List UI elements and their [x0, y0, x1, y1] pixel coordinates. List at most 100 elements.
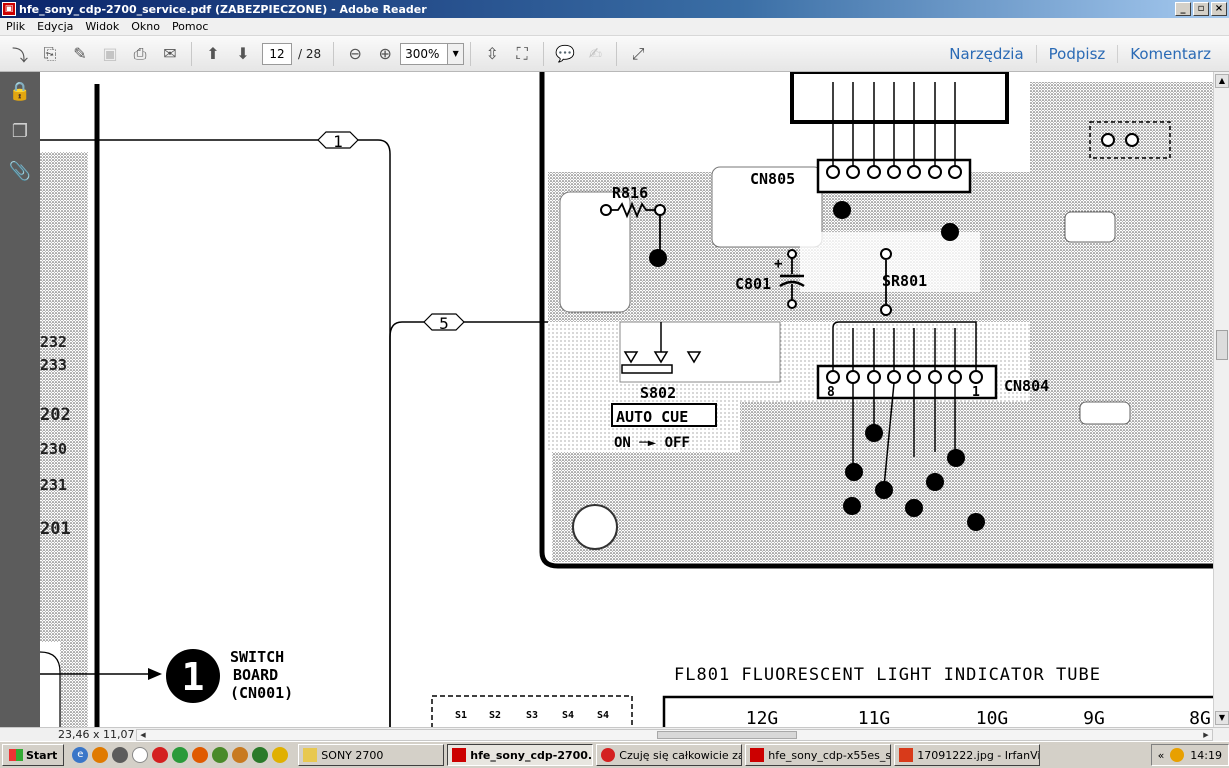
svg-text:230: 230 — [40, 440, 67, 458]
chrome-icon[interactable] — [172, 747, 189, 763]
svg-text:9G: 9G — [1083, 708, 1105, 727]
app-icon[interactable] — [232, 747, 249, 763]
comment-icon[interactable]: 💬 — [555, 44, 576, 63]
schematic-page: 1 5 232 233 202 230 231 201 — [40, 72, 1213, 727]
window-title: hfe_sony_cdp-2700_service.pdf (ZABEZPIEC… — [19, 2, 427, 16]
tray-app-icon[interactable] — [1170, 748, 1185, 762]
horizontal-scroll-thumb[interactable] — [657, 730, 797, 739]
comment-link[interactable]: Komentarz — [1117, 45, 1223, 63]
scroll-left-icon[interactable]: ◀ — [140, 730, 146, 739]
sr801-label: SR801 — [882, 272, 927, 290]
fit-width-icon[interactable]: ⇳ — [485, 44, 499, 63]
taskbar-item[interactable]: Czuję się całkowicie za... — [596, 744, 743, 766]
adobe-reader-icon: ▣ — [2, 2, 16, 16]
taskbar: Start e SONY 2700 hfe_sony_cdp-2700... C… — [0, 741, 1229, 768]
svg-text:1: 1 — [972, 385, 980, 400]
top-component-outline — [790, 72, 1009, 124]
scroll-up-icon[interactable]: ▲ — [1215, 74, 1229, 88]
svg-text:BOARD: BOARD — [233, 666, 278, 684]
vertical-scroll-thumb[interactable] — [1216, 330, 1228, 360]
vertical-scrollbar[interactable]: ▲ ▼ — [1213, 72, 1229, 727]
app-icon[interactable] — [112, 747, 129, 763]
top-right-component — [1089, 121, 1171, 159]
cn804-label: CN804 — [1004, 377, 1049, 395]
zoom-out-icon[interactable]: ⊖ — [348, 44, 362, 63]
s802-label: S802 — [640, 384, 676, 402]
svg-text:232: 232 — [40, 333, 67, 351]
zoom-in-icon[interactable]: ⊕ — [378, 44, 392, 63]
taskbar-item[interactable]: hfe_sony_cdp-x55es_s... — [745, 744, 892, 766]
connector-5-label: 5 — [439, 314, 449, 333]
firefox-icon[interactable] — [92, 747, 109, 763]
scroll-right-icon[interactable]: ▶ — [1203, 730, 1209, 739]
svg-text:S4: S4 — [562, 710, 574, 721]
zoom-input[interactable]: 300% — [400, 42, 449, 65]
app-icon[interactable] — [272, 747, 289, 763]
fl801-title: FL801 FLUORESCENT LIGHT INDICATOR TUBE — [674, 665, 1101, 685]
tray-expand-icon[interactable]: « — [1157, 748, 1165, 762]
start-button[interactable]: Start — [2, 744, 65, 766]
close-button[interactable]: × — [1211, 2, 1227, 16]
windows-logo-icon — [9, 749, 23, 761]
svg-text:12G: 12G — [746, 708, 779, 727]
print-icon[interactable]: ⎙ — [133, 43, 147, 63]
svg-text:S2: S2 — [489, 710, 501, 721]
pages-icon[interactable]: ❐ — [11, 121, 29, 142]
fullscreen-icon[interactable]: ⤢ — [631, 43, 645, 63]
minimize-button[interactable]: _ — [1175, 2, 1191, 16]
lock-icon[interactable]: 🔒 — [8, 81, 32, 102]
scroll-down-icon[interactable]: ▼ — [1215, 711, 1229, 725]
taskbar-item[interactable]: SONY 2700 — [298, 744, 445, 766]
svg-text:202: 202 — [40, 405, 71, 425]
next-page-icon[interactable]: ⬇ — [236, 44, 250, 63]
opera-icon[interactable] — [152, 747, 169, 763]
taskbar-item[interactable]: 17091222.jpg - IrfanVi... — [894, 744, 1041, 766]
menu-okno[interactable]: Okno — [131, 20, 160, 33]
page-number-input[interactable]: 12 — [262, 42, 292, 65]
document-view[interactable]: 1 5 232 233 202 230 231 201 — [40, 72, 1213, 727]
svg-text:S3: S3 — [526, 710, 538, 721]
system-tray: « 14:19 — [1150, 744, 1229, 766]
switch-board-callout: 1 — [40, 649, 220, 727]
svg-text:231: 231 — [40, 476, 67, 494]
previous-page-icon[interactable]: ⬆ — [206, 44, 220, 63]
menu-widok[interactable]: Widok — [85, 20, 120, 33]
cn805-label: CN805 — [750, 170, 795, 188]
navigation-panel: 🔒 ❐ 📎 — [0, 72, 40, 727]
create-pdf-icon[interactable]: ⎘ — [43, 43, 57, 63]
app-icon[interactable] — [212, 747, 229, 763]
left-component-labels: 232 233 202 230 231 201 — [40, 333, 71, 539]
switch-grid-labels: S1 S2 S3 S4 S4 — [455, 710, 609, 721]
fl801-grid-table — [662, 695, 1213, 727]
switch-board-label: SWITCH BOARD (CN001) — [230, 648, 293, 702]
app-icon[interactable] — [192, 747, 209, 763]
tools-link[interactable]: Narzędzia — [949, 45, 1024, 63]
app-icon[interactable] — [132, 747, 149, 763]
menu-pomoc[interactable]: Pomoc — [171, 20, 209, 33]
sign-link[interactable]: Podpisz — [1035, 45, 1118, 63]
svg-text:SWITCH: SWITCH — [230, 648, 284, 666]
ie-icon[interactable]: e — [72, 747, 89, 763]
menu-edycja[interactable]: Edycja — [37, 20, 74, 33]
status-bar: 23,46 x 11,07 cale ◀ ▶ — [0, 727, 1229, 741]
zoom-dropdown-icon[interactable]: ▼ — [448, 42, 465, 65]
edit-icon[interactable]: ✎ — [73, 44, 87, 63]
left-board-area — [40, 152, 88, 727]
svg-text:(CN001): (CN001) — [230, 684, 293, 702]
pdf-icon — [750, 748, 765, 762]
save-icon[interactable]: ▣ — [102, 44, 118, 63]
horizontal-scrollbar[interactable]: ◀ ▶ — [136, 728, 1213, 741]
fit-page-icon[interactable]: ⛶ — [516, 43, 528, 63]
toolbar-separator — [333, 41, 335, 66]
taskbar-item[interactable]: hfe_sony_cdp-2700... — [447, 744, 594, 766]
highlight-icon[interactable]: ✍ — [588, 44, 602, 63]
svg-text:+: + — [774, 256, 782, 272]
svg-text:233: 233 — [40, 356, 67, 374]
email-icon[interactable]: ✉ — [163, 44, 177, 63]
open-icon[interactable]: ⤵ — [11, 45, 28, 65]
menu-plik[interactable]: Plik — [6, 20, 26, 33]
attachment-icon[interactable]: 📎 — [8, 161, 32, 182]
app-icon[interactable] — [252, 747, 269, 763]
clock: 14:19 — [1190, 748, 1222, 762]
restore-button[interactable]: ▫ — [1193, 2, 1209, 16]
